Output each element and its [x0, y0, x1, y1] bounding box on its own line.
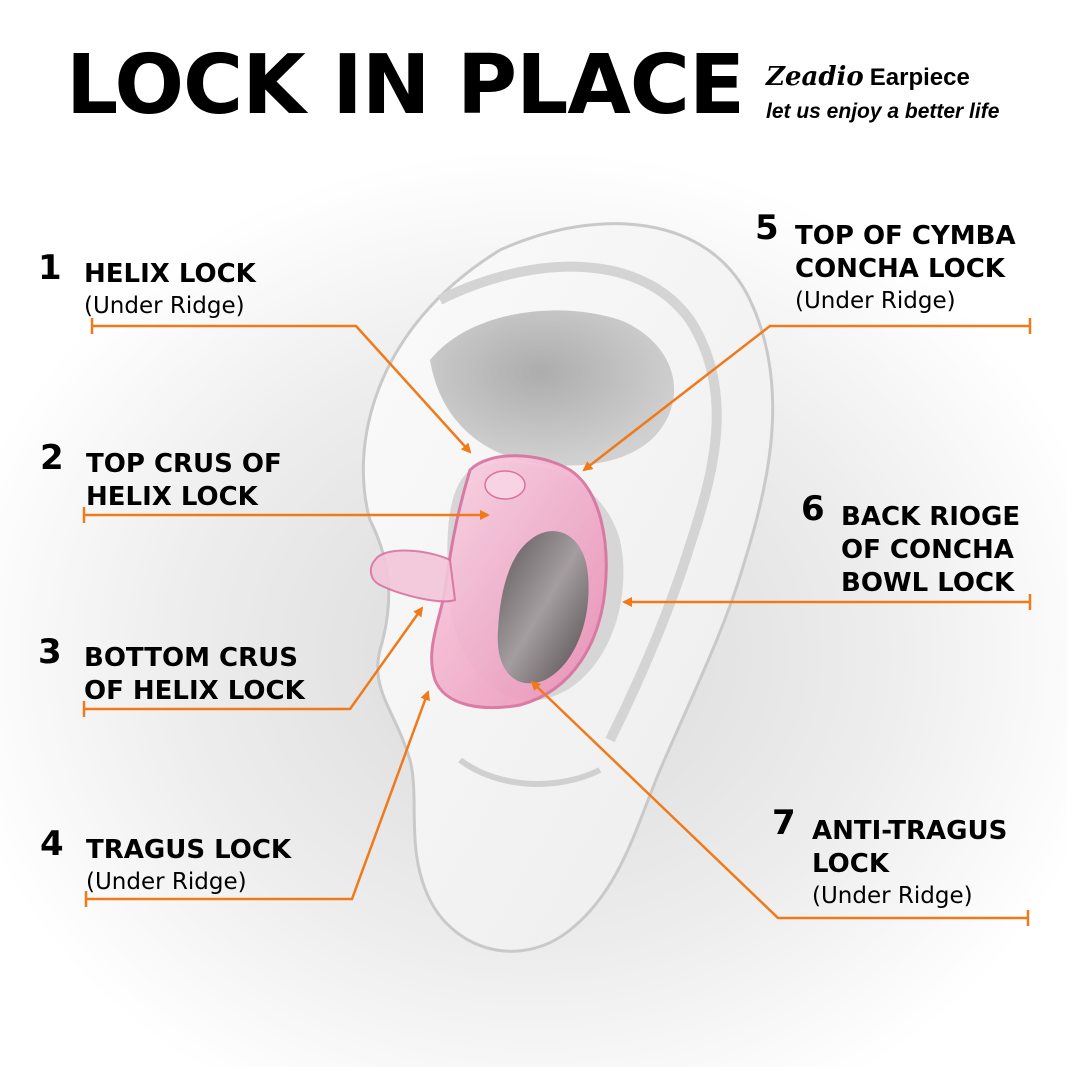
- leader-line-4: [84, 690, 430, 907]
- callout-sub: (Under Ridge): [86, 869, 247, 895]
- callout-1: 1 HELIX LOCK (Under Ridge): [38, 248, 256, 321]
- callout-sub: (Under Ridge): [812, 883, 973, 909]
- ear-lobe-fold: [458, 757, 602, 787]
- callout-5: 5 TOP OF CYMBA CONCHA LOCK (Under Ridge): [755, 208, 1016, 316]
- callout-label: BOTTOM CRUS OF HELIX LOCK: [84, 643, 305, 706]
- ear-upper-fossa: [430, 310, 675, 466]
- callout-number: 2: [40, 438, 64, 478]
- leader-line-1: [90, 318, 472, 454]
- earpiece-logo-mark: [484, 470, 526, 500]
- page-title: LOCK IN PLACE: [66, 38, 745, 133]
- callout-2: 2 TOP CRUS OF HELIX LOCK: [40, 438, 282, 514]
- callout-3: 3 BOTTOM CRUS OF HELIX LOCK: [38, 632, 305, 708]
- callout-label: ANTI-TRAGUS LOCK: [812, 816, 1008, 879]
- callout-number: 5: [755, 208, 779, 248]
- leader-line-5: [582, 318, 1032, 472]
- leader-line-3: [82, 606, 424, 717]
- leader-lines: [82, 318, 1032, 926]
- callout-4: 4 TRAGUS LOCK (Under Ridge): [40, 824, 292, 897]
- callout-label: BACK RIOGE OF CONCHA BOWL LOCK: [841, 502, 1021, 598]
- earpiece-nozzle: [369, 549, 457, 603]
- callout-number: 3: [38, 632, 62, 672]
- earpiece: [369, 454, 608, 710]
- callout-7: 7 ANTI-TRAGUS LOCK (Under Ridge): [772, 803, 1008, 911]
- callout-label: TRAGUS LOCK: [86, 835, 292, 865]
- callout-number: 1: [38, 248, 62, 288]
- earpiece-bowl: [497, 531, 589, 684]
- callout-number: 4: [40, 824, 64, 864]
- brand-tagline: let us enjoy a better life: [766, 100, 1000, 123]
- callout-number: 6: [801, 489, 825, 529]
- leader-line-7: [530, 680, 1030, 926]
- callout-label: TOP CRUS OF HELIX LOCK: [86, 449, 282, 512]
- callout-label: HELIX LOCK: [84, 259, 256, 289]
- callout-6: 6 BACK RIOGE OF CONCHA BOWL LOCK: [801, 489, 1021, 600]
- brand-name: Earpiece: [869, 64, 970, 91]
- callout-number: 7: [772, 803, 796, 843]
- callout-label: TOP OF CYMBA CONCHA LOCK: [795, 221, 1016, 284]
- callout-sub: (Under Ridge): [84, 293, 245, 319]
- ear-helix-fold: [437, 261, 722, 743]
- callout-sub: (Under Ridge): [795, 288, 956, 314]
- leader-line-6: [622, 594, 1032, 610]
- brand-logo: Zeadio: [766, 62, 864, 92]
- leader-line-2: [82, 507, 490, 523]
